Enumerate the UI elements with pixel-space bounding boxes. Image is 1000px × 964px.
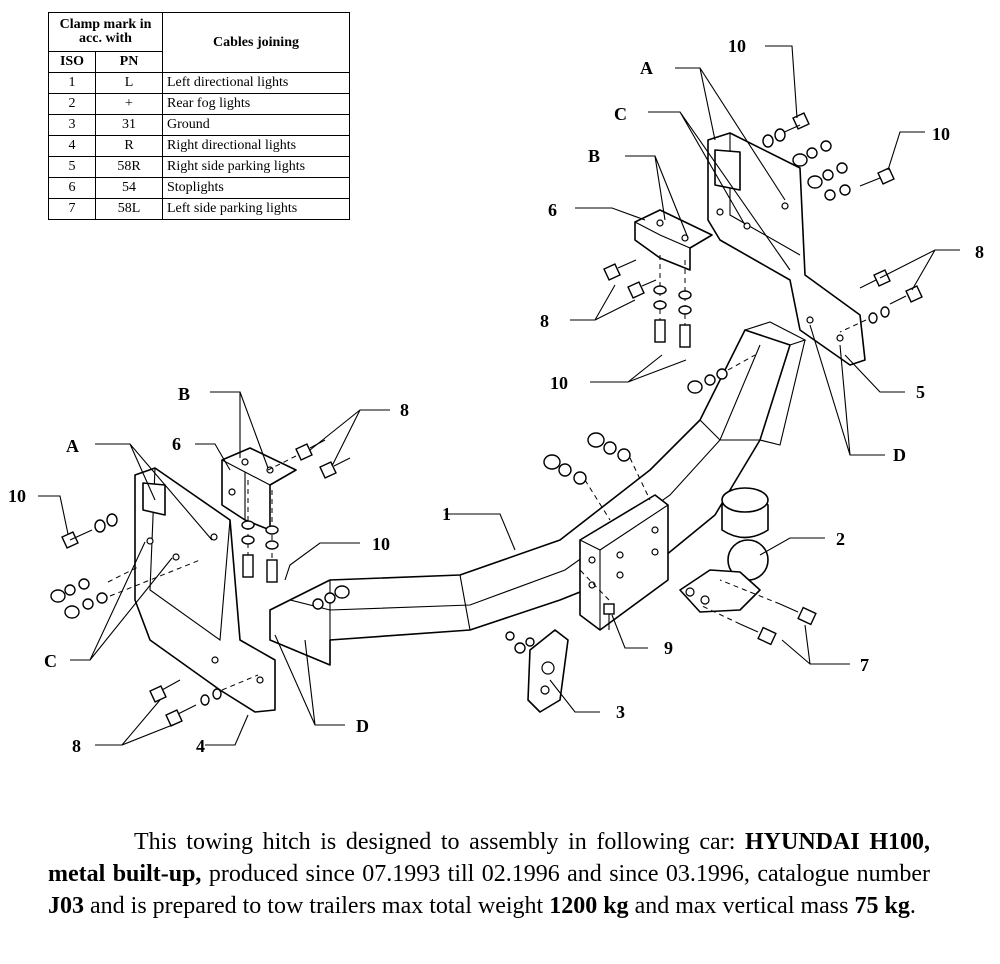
cable-cell: Stoplights	[162, 177, 350, 199]
callout-10-left-center: 10	[372, 534, 390, 554]
callout-3: 3	[616, 702, 625, 722]
callout-9: 9	[664, 638, 673, 658]
description-text-3: and is prepared to tow trailers max tota…	[84, 893, 550, 919]
callout-4: 4	[196, 736, 205, 756]
callout-C-right: C	[614, 104, 627, 124]
cable-cell: Rear fog lights	[162, 93, 350, 115]
callout-A-right: A	[640, 58, 653, 78]
callout-A-left: A	[66, 436, 79, 456]
fasteners	[50, 112, 923, 727]
callout-labels: A C B 6 8 10 10 10 8 5 D B 8 6 A 10 C 8 …	[8, 36, 984, 756]
clamp-table: Clamp mark in acc. with Cables joining I…	[48, 12, 350, 220]
catalogue-number: J03	[48, 893, 84, 919]
callout-7: 7	[860, 655, 869, 675]
callout-10-left: 10	[8, 486, 26, 506]
max-trailer-weight: 1200 kg	[549, 893, 629, 919]
callout-10-right-side: 10	[932, 124, 950, 144]
table-header-clamp-mark: Clamp mark in acc. with	[48, 12, 163, 52]
table-header-pn: PN	[95, 51, 163, 73]
exploded-assembly-diagram: A C B 6 8 10 10 10 8 5 D B 8 6 A 10 C 8 …	[8, 36, 984, 756]
callout-10-right-lower: 10	[550, 373, 568, 393]
callout-B-left: B	[178, 384, 190, 404]
left-side-plate	[134, 467, 276, 713]
callout-8-right-left: 8	[540, 311, 549, 331]
callout-8-left-top: 8	[400, 400, 409, 420]
tow-ball	[679, 487, 769, 613]
left-angle-bracket	[221, 447, 297, 531]
callout-5: 5	[916, 382, 925, 402]
leader-lines	[38, 45, 960, 746]
callout-D-left: D	[356, 716, 369, 736]
cable-cell: Left side parking lights	[162, 198, 350, 220]
description-text-5: .	[909, 893, 916, 919]
description-text-4: and max vertical mass	[628, 893, 855, 919]
pn-cell: 58L	[95, 198, 163, 220]
callout-D-right: D	[893, 445, 906, 465]
car-model: HYUNDAI H100, metal built-up,	[48, 829, 930, 887]
table-header-iso: ISO	[48, 51, 96, 73]
callout-1: 1	[442, 504, 451, 524]
cable-cell: Right side parking lights	[162, 156, 350, 178]
cable-cell: Right directional lights	[162, 135, 350, 157]
callout-6-right: 6	[548, 200, 557, 220]
center-bracket	[579, 494, 669, 631]
socket-plate	[527, 629, 569, 713]
description-paragraph: This towing hitch is designed to assembl…	[48, 826, 930, 922]
right-angle-bracket	[634, 209, 713, 271]
callout-C-left: C	[44, 651, 57, 671]
right-side-plate	[707, 132, 866, 366]
callout-2: 2	[836, 529, 845, 549]
callout-8-left-bottom: 8	[72, 736, 81, 756]
table-row: 2+Rear fog lights	[48, 93, 350, 115]
max-vertical-mass: 75 kg	[854, 893, 910, 919]
callout-B-right: B	[588, 146, 600, 166]
callout-8-right-side: 8	[975, 242, 984, 262]
description-text-2: produced since 07.1993 till 02.1996 and …	[201, 861, 930, 887]
description-text-1: This towing hitch is designed to assembl…	[134, 829, 746, 855]
table-header-cables: Cables joining	[162, 12, 350, 73]
callout-6-left: 6	[172, 434, 181, 454]
callout-10-right-top: 10	[728, 36, 746, 56]
